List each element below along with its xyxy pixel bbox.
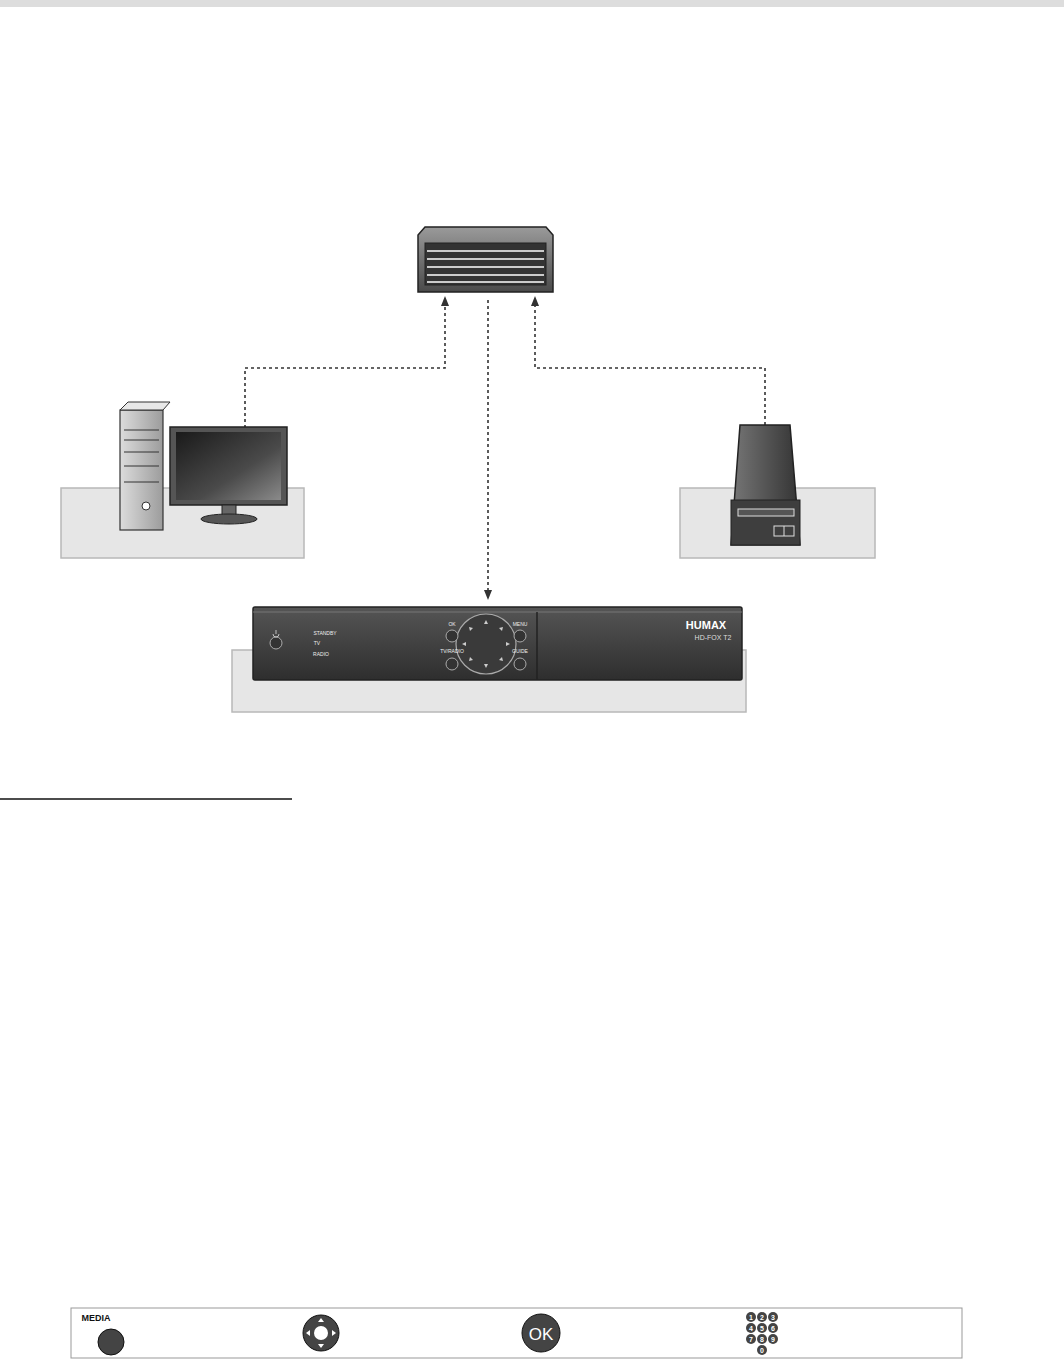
key-label: 4 xyxy=(749,1325,753,1332)
top-bar xyxy=(0,0,1064,7)
set-top-box-panel: HUMAX HD-FOX T2 STANDBY TV RADIO OK MENU TV/RAD… xyxy=(253,607,742,680)
panel-label: TV/RADIO xyxy=(440,649,464,654)
key-label: 3 xyxy=(771,1314,775,1321)
pc xyxy=(61,402,304,558)
key-label: 2 xyxy=(760,1314,764,1321)
key-bar xyxy=(71,1308,962,1358)
nas-server xyxy=(680,425,875,558)
key-label: OK xyxy=(529,1326,554,1343)
section-rule xyxy=(0,798,292,800)
key-label: 9 xyxy=(771,1336,775,1343)
set-top-box xyxy=(232,607,746,712)
key-label: 6 xyxy=(771,1325,775,1332)
panel-label: OK xyxy=(448,622,455,627)
key-label: MEDIA xyxy=(82,1314,111,1323)
key-label: 0 xyxy=(760,1347,764,1354)
router xyxy=(418,227,553,292)
panel-label: STANDBY xyxy=(313,631,336,636)
key-label: 7 xyxy=(749,1336,753,1343)
panel-label: RADIO xyxy=(313,652,329,657)
remote-key-bar: MEDIA OK 123 456 7890 xyxy=(71,1308,962,1358)
key-label: 5 xyxy=(760,1325,764,1332)
key-label: 8 xyxy=(760,1336,764,1343)
panel-label: HUMAX xyxy=(686,620,726,631)
panel-label: TV xyxy=(314,641,320,646)
arrow-head xyxy=(441,296,539,600)
panel-label: MENU xyxy=(513,622,528,627)
panel-label: GUIDE xyxy=(512,649,528,654)
panel-label: HD-FOX T2 xyxy=(695,634,732,641)
key-label: 1 xyxy=(749,1314,753,1321)
